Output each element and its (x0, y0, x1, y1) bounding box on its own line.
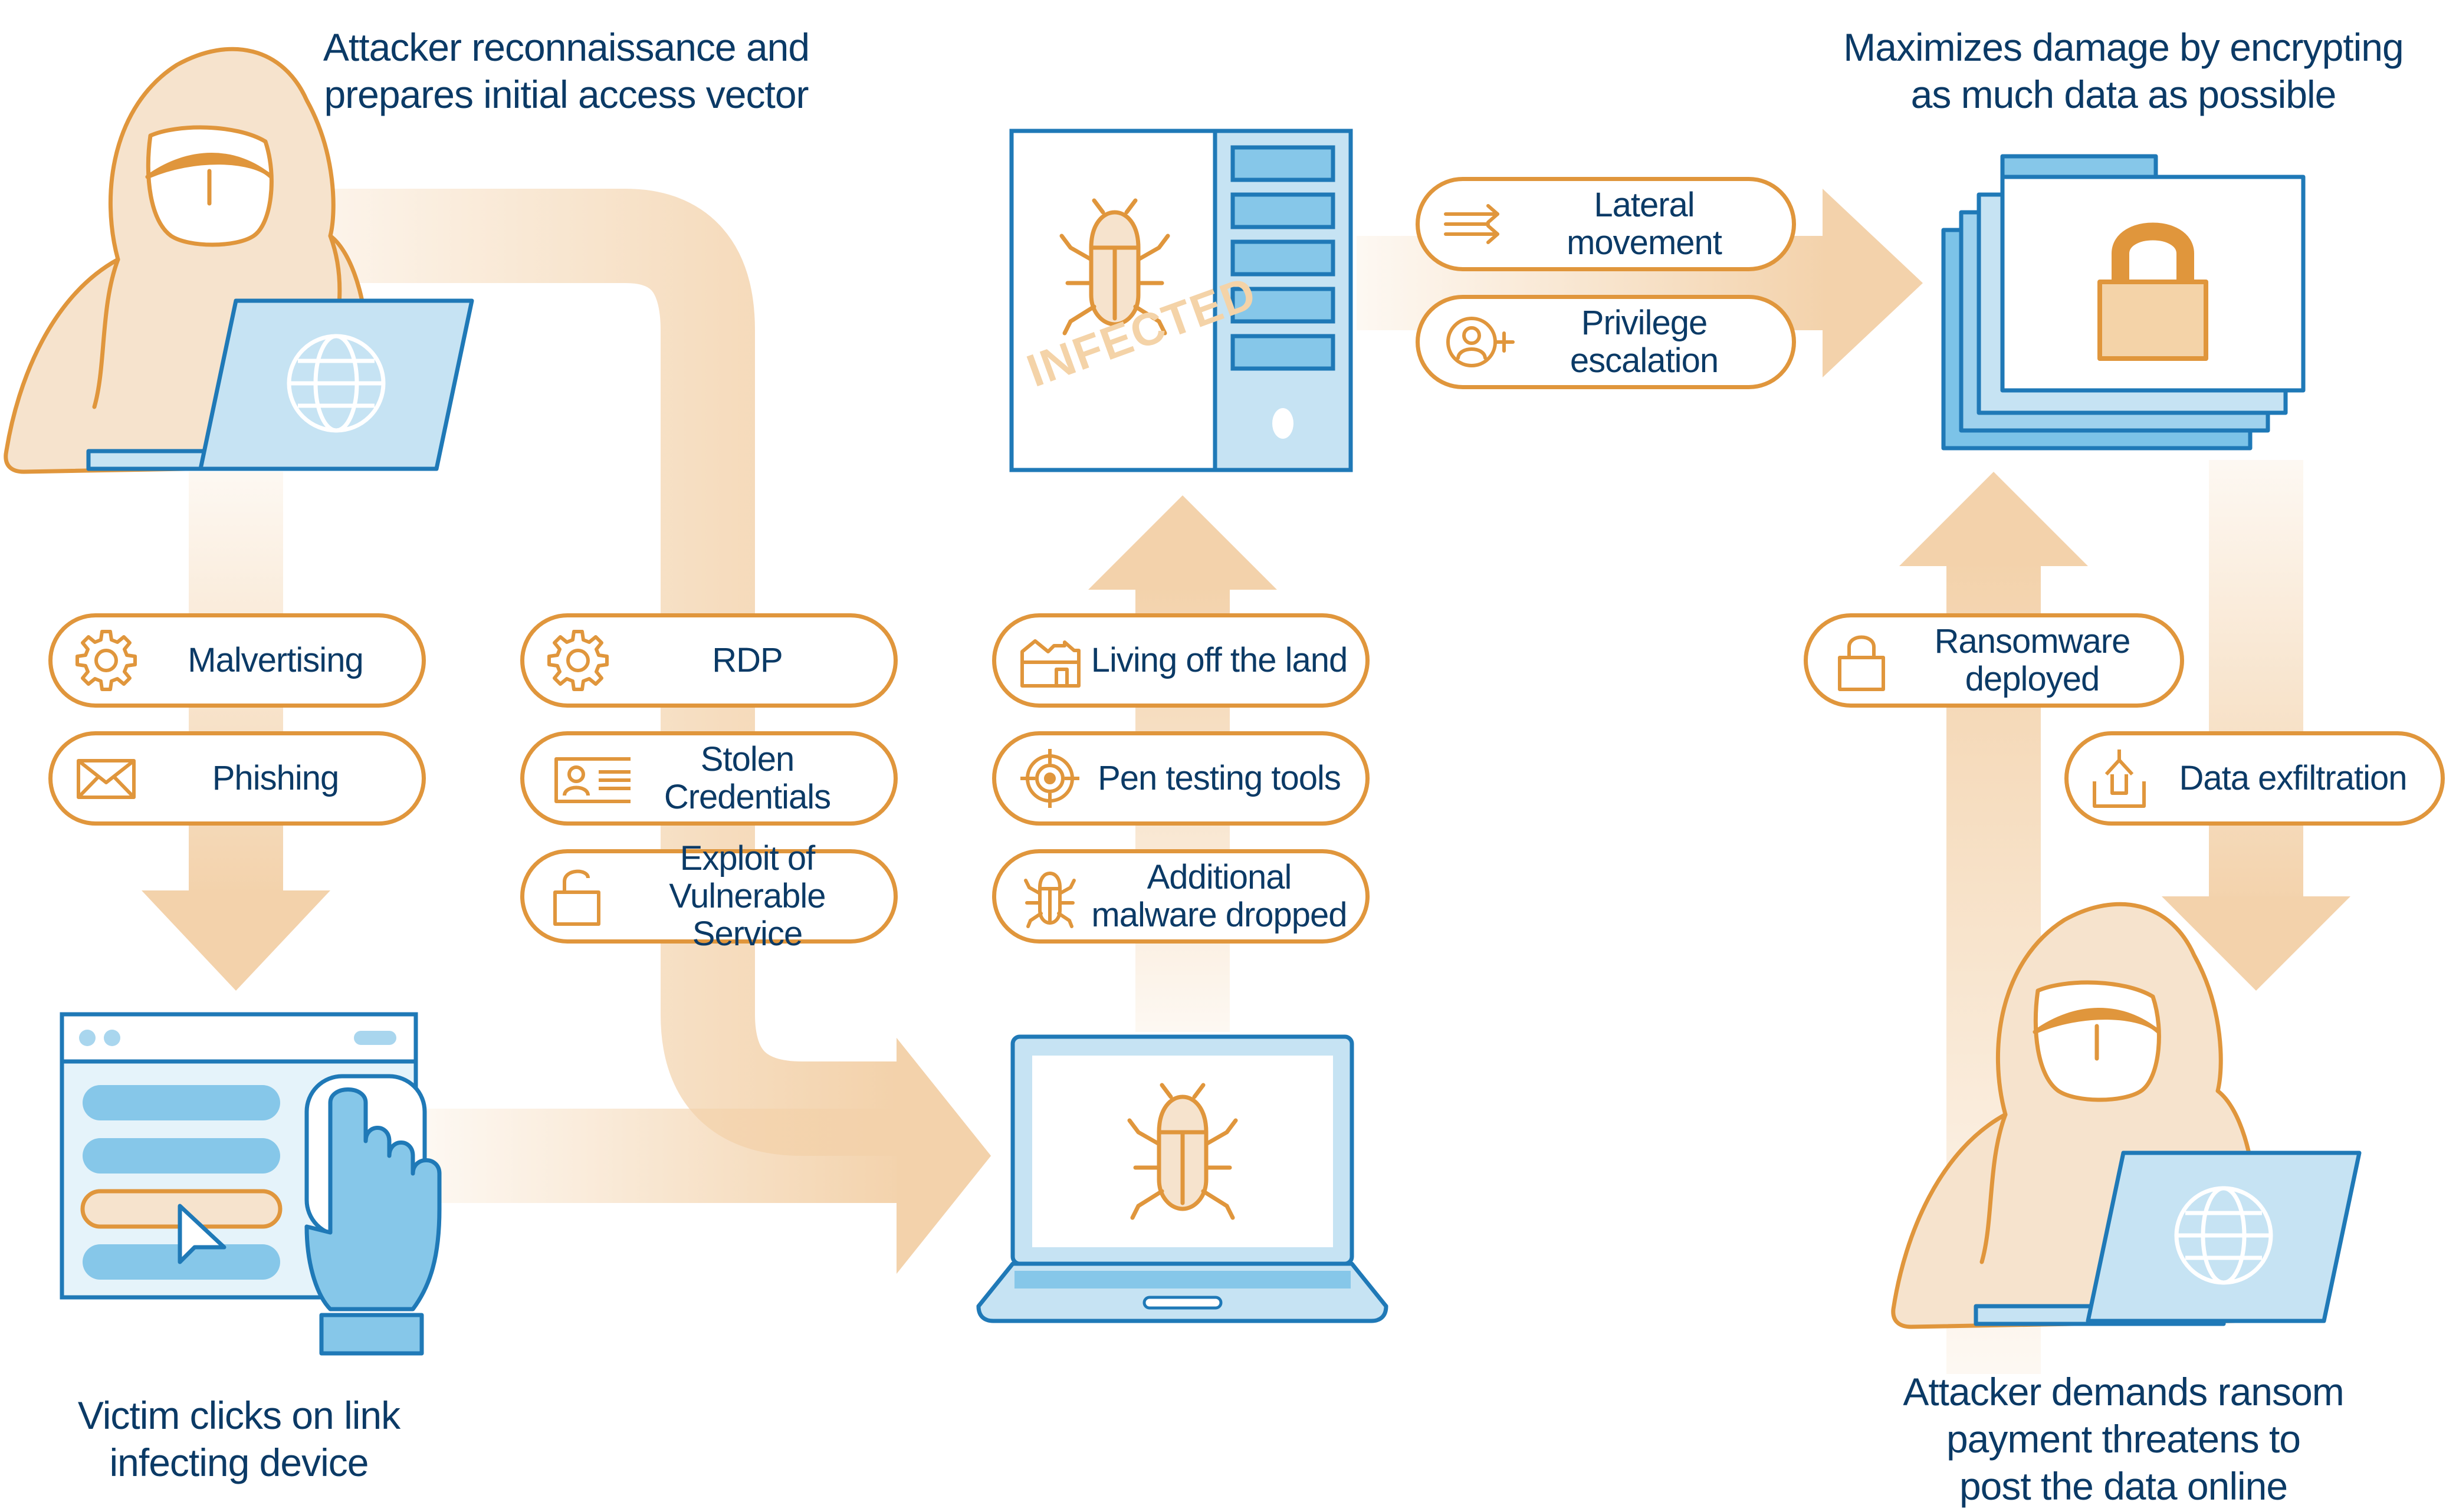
caption-recon: Attacker reconnaissance and prepares ini… (323, 25, 810, 116)
gear-icon (75, 630, 137, 691)
gear-icon (547, 630, 609, 691)
pill-malvertising: Malvertising (48, 613, 426, 708)
pill-label: Privilege escalation (1570, 304, 1719, 380)
caption-encrypt: Maximizes damage by encrypting as much d… (1843, 25, 2404, 116)
pill-label: RDP (712, 641, 783, 679)
pill-label: Ransomware deployed (1934, 622, 2131, 698)
padlock-icon (2097, 222, 2208, 361)
pill-rdp: RDP (520, 613, 898, 708)
id-card-icon (554, 757, 631, 803)
pill-label: Additional malware dropped (1091, 858, 1347, 934)
bug-icon (1024, 871, 1076, 928)
pill-label: Phishing (212, 759, 339, 797)
pill-label: Stolen Credentials (664, 740, 831, 816)
house-icon (1020, 639, 1081, 688)
pill-exploit: Exploit of Vulnerable Service (520, 839, 898, 953)
infected-laptop (976, 1034, 1388, 1323)
pill-label: Pen testing tools (1098, 759, 1341, 797)
padlock-icon (1838, 635, 1885, 691)
envelope-icon (77, 759, 136, 799)
pill-data-exfiltration: Data exfiltration (2064, 731, 2445, 826)
caption-ransom: Attacker demands ransom payment threaten… (1903, 1370, 2344, 1508)
pill-additional-malware: Additional malware dropped (992, 849, 1370, 944)
pill-label: Data exfiltration (2179, 759, 2408, 797)
bug-icon (1127, 1083, 1238, 1220)
pill-label: Living off the land (1091, 641, 1348, 679)
pill-privilege-escalation: Privilege escalation (1416, 295, 1796, 389)
pill-stolen-credentials: Stolen Credentials (520, 731, 898, 826)
globe-icon (2174, 1186, 2273, 1285)
pill-pen-testing: Pen testing tools (992, 731, 1370, 826)
data-to-ransom-arrow (2209, 460, 2303, 908)
pill-label: Exploit of Vulnerable Service (669, 839, 826, 953)
bug-icon (1059, 198, 1170, 336)
target-icon (1020, 749, 1079, 808)
pill-ransomware-deployed: Ransomware deployed (1804, 613, 2184, 708)
hand-pointer-icon (304, 1074, 442, 1356)
user-plus-icon (1446, 317, 1515, 367)
pill-label: Malvertising (188, 641, 363, 679)
caption-victim: Victim clicks on link infecting device (77, 1393, 400, 1484)
attacker-laptop-bottom (2086, 1151, 2362, 1323)
arrows-right-icon (1444, 204, 1499, 244)
cursor-icon (178, 1204, 226, 1264)
pill-lateral-movement: Lateral movement (1416, 177, 1796, 271)
pill-phishing: Phishing (48, 731, 426, 826)
globe-icon (287, 334, 386, 433)
pill-living-off-land: Living off the land (992, 613, 1370, 708)
encrypted-data-stack (1941, 154, 2306, 451)
unlocked-padlock-icon (553, 869, 600, 926)
upload-box-icon (2093, 750, 2146, 808)
victim-to-laptop-arrow (425, 1109, 908, 1203)
infected-server (1009, 129, 1353, 472)
attacker-laptop-top (198, 298, 474, 471)
pill-label: Lateral movement (1567, 186, 1722, 262)
